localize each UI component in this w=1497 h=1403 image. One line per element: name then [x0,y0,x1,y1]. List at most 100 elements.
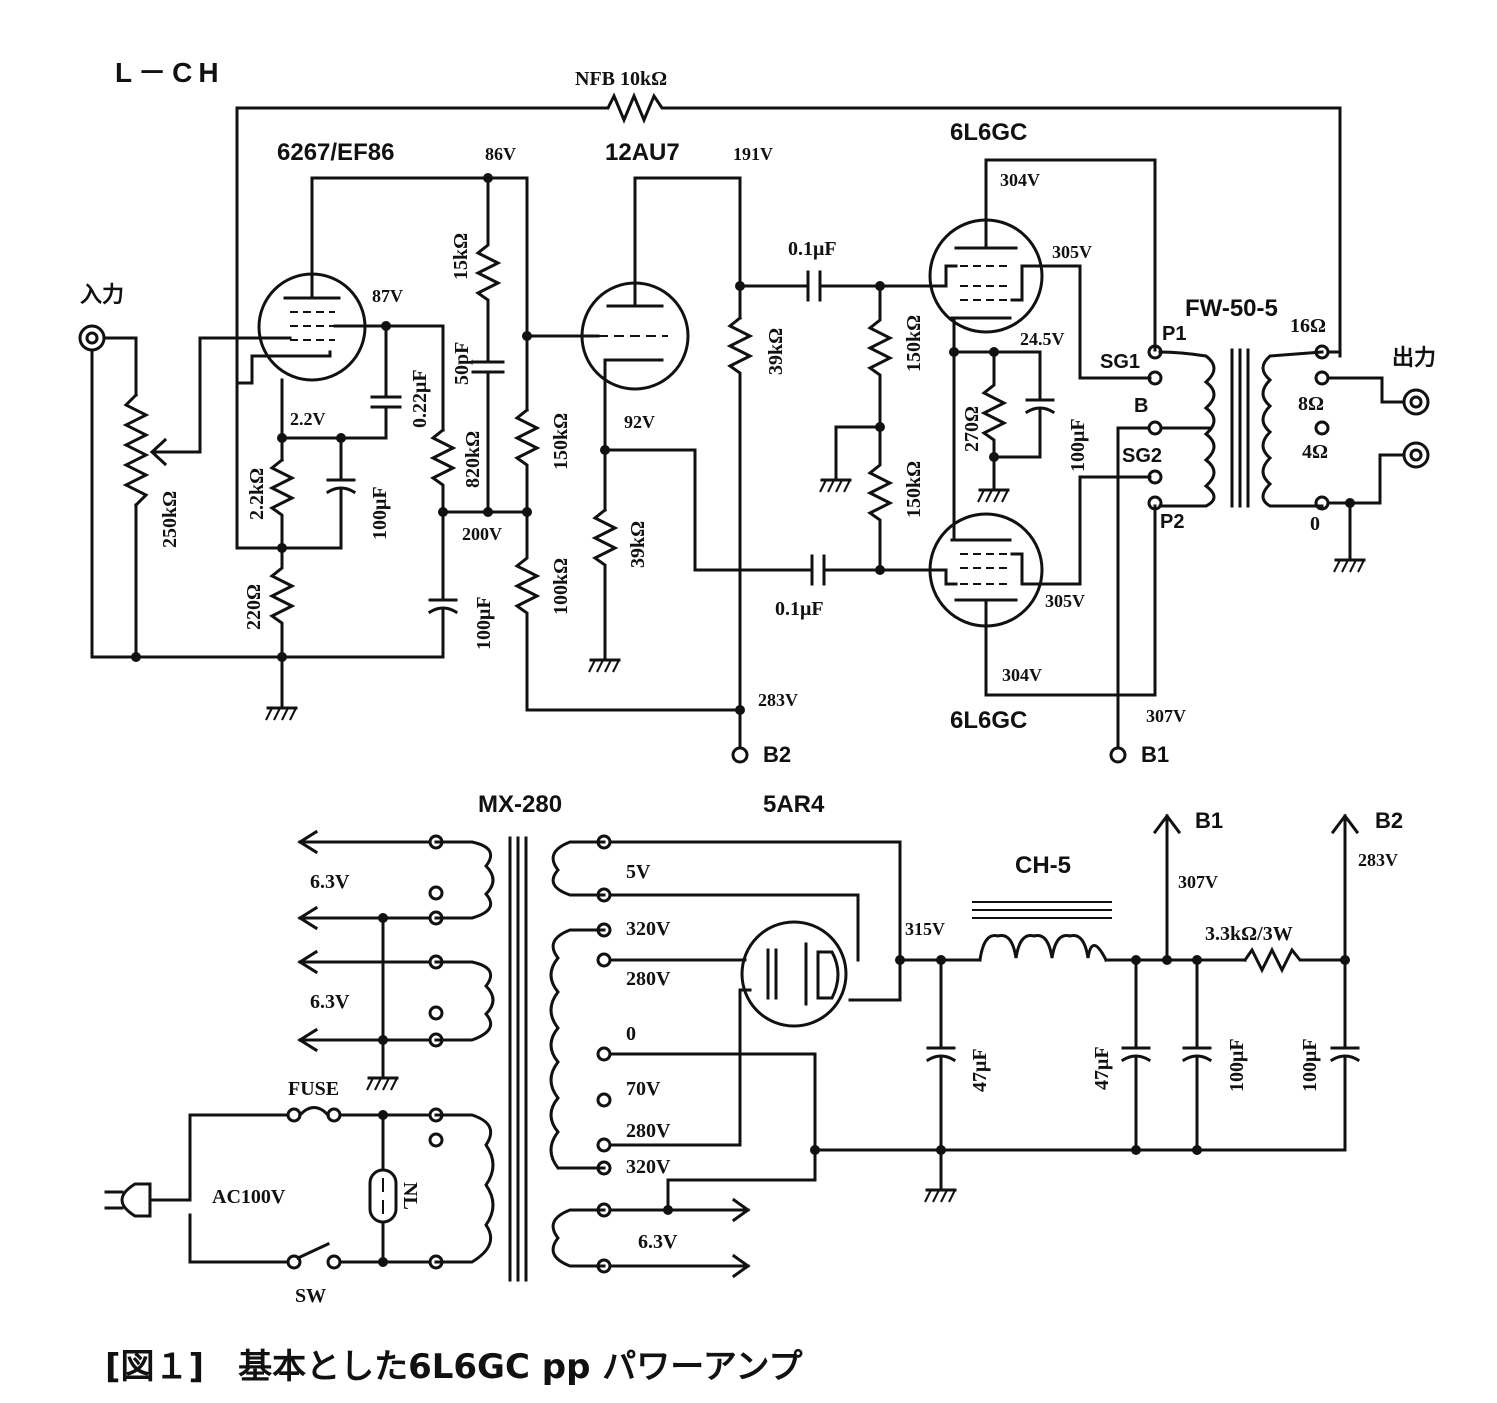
power-transformer-label: MX-280 [478,791,562,818]
r-g1-value: 150kΩ [903,315,925,372]
r-39k-k-resistor [591,507,619,662]
tube-v3a-6l6gc [928,218,1044,334]
r-100k-value: 100kΩ [550,558,572,615]
b2-top-voltage: 283V [1358,850,1398,870]
c-k3-capacitor [992,350,1056,459]
c-50p-value: 50pF [451,342,473,385]
c-k3-value: 100μF [1067,418,1089,472]
r-g2-value: 150kΩ [903,461,925,518]
r-15k-resistor [474,176,502,364]
v2-cathode-voltage: 92V [624,412,655,432]
v1-screen-voltage: 87V [372,286,403,306]
r-39k-k-value: 39kΩ [627,521,649,568]
power-switch [188,1213,432,1270]
c-f4-capacitor [1329,958,1361,1152]
ot-4-ohm: 4Ω [1302,441,1328,463]
r-drop-resistor [1242,946,1347,974]
t-320v-b: 320V [626,1156,671,1178]
c-f1-value: 47μF [969,1048,991,1092]
tube-v1-label: 6267/EF86 [277,139,394,166]
ot-0-ohm: 0 [1310,513,1320,535]
aux-heater-winding [551,1202,612,1274]
r-k2-resistor [268,546,296,659]
ot-16-ohm: 16Ω [1290,315,1326,337]
t-280v-b: 280V [626,1120,671,1142]
node-200v: 200V [462,524,502,544]
c-c1-capacitor [738,270,940,302]
r-39k-p-resistor [726,315,754,712]
ot-sg1: SG1 [1100,351,1140,373]
c-sg-value: 0.22μF [409,369,431,428]
figure-caption: [図１] 基本とした6L6GC pp パワーアンプ [105,1347,803,1387]
b2-top-label: B2 [1375,808,1403,833]
choke [972,901,1112,963]
primary-winding [428,1107,495,1270]
t-280v-a: 280V [626,968,671,990]
output-transformer [1158,348,1324,508]
c-f3-value: 100μF [1226,1038,1248,1092]
ac-label: AC100V [212,1186,286,1208]
heater-2-voltage: 6.3V [310,991,350,1013]
fuse-label: FUSE [288,1078,339,1100]
r-100k-resistor [513,510,742,712]
c-f1-capacitor [925,958,957,1192]
tube-v3b-6l6gc [928,512,1044,628]
t-5v: 5V [626,861,651,883]
power-transformer-core [508,836,528,1282]
r-820k-value: 820kΩ [462,431,484,488]
b1-top-label: B1 [1195,808,1223,833]
input-label: 入力 [80,283,124,308]
c-dec-value: 100μF [473,596,495,650]
t-0: 0 [626,1023,636,1045]
tube-v3b-label: 6L6GC [950,707,1027,734]
choke-label: CH-5 [1015,852,1071,879]
heater-1-voltage: 6.3V [310,871,350,893]
hv-winding [549,922,612,1176]
v3b-plate-voltage: 304V [1002,665,1042,685]
c-50p-capacitor [471,360,505,514]
v2-plate-voltage: 191V [733,144,773,164]
v1-cathode-voltage: 2.2V [290,409,326,429]
ot-sg2: SG2 [1122,445,1162,467]
output-label: 出力 [1392,346,1436,371]
v1-plate-voltage: 86V [485,144,516,164]
r-g1-resistor [866,284,894,429]
t-6-3v-c: 6.3V [638,1231,678,1253]
r-39k-p-value: 39kΩ [765,328,787,375]
r-g2-resistor [866,425,894,572]
heater-winding-2 [297,949,495,1053]
rectifier-heater-winding [551,834,612,903]
r-k1-resistor [268,457,296,550]
r-150k-a-resistor [513,407,541,514]
r-820k-resistor [429,427,457,514]
r-150k-a-value: 150kΩ [550,413,572,470]
c-f3-capacitor [1181,958,1213,1152]
volume-potentiometer [122,336,292,659]
input-jack [78,324,106,352]
b2-terminal: B2 [763,742,791,767]
t-320v-a: 320V [626,918,671,940]
nl-label: NL [399,1182,421,1210]
ac-plug [104,1182,192,1218]
ot-b: B [1134,395,1148,417]
ot-8-ohm: 8Ω [1298,393,1324,415]
tube-rectifier-5ar4 [740,920,848,1028]
b1-voltage: 307V [1146,706,1186,726]
r-k3-value: 270Ω [961,406,983,452]
v3a-screen-voltage: 305V [1052,242,1092,262]
b1-top-voltage: 307V [1178,872,1218,892]
c-c1-value: 0.1μF [788,238,837,260]
tube-v2-label: 12AU7 [605,139,680,166]
t-70v: 70V [626,1078,661,1100]
neon-lamp [368,1113,398,1264]
heater-winding-1 [297,829,495,931]
c-f2-capacitor [1120,958,1152,1152]
output-transformer-label: FW-50-5 [1185,295,1278,322]
output-jack-1 [1402,388,1430,416]
r-k2-value: 220Ω [243,584,265,630]
output-cathode-voltage: 24.5V [1020,329,1065,349]
c-c2-value: 0.1μF [775,598,824,620]
output-jack-2 [1402,441,1430,469]
v3a-plate-voltage: 304V [1000,170,1040,190]
